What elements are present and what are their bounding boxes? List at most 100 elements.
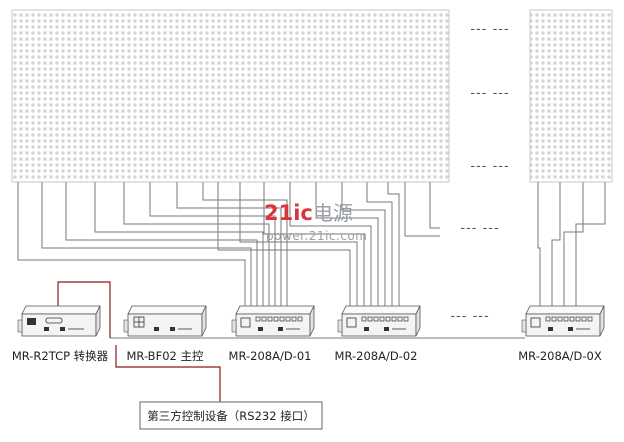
device-side-face [95,305,101,337]
device-top-face [127,305,207,315]
device-terminal [273,316,279,322]
device-label-208-0x: MR-208A/D-0X [518,349,602,363]
device-terminal [403,316,409,322]
device-led [44,327,49,331]
signal-wire [429,182,440,229]
device-dashes: --- --- [450,309,489,324]
watermark-logo: 21ic 电源 power.21ic.com [264,201,367,243]
device-mount-ear [521,319,527,333]
device-side-face [201,305,207,337]
signal-wire [41,182,252,308]
panel-dashes-middle: --- --- [470,86,509,101]
device-terminal [361,316,367,322]
device-port-icon [346,317,357,328]
device-label-bf02: MR-BF02 主控 [127,349,204,363]
device-top-face [21,305,101,315]
device-led [364,327,369,331]
watermark-brand-number: 21ic [264,201,313,225]
device-terminal [255,316,261,322]
device-mount-ear [123,319,129,333]
device-top-face [525,305,605,315]
device-terminal [267,316,273,322]
signal-wire [65,182,258,308]
device-terminal [545,316,551,322]
device-terminal [587,316,593,322]
device-led [548,327,553,331]
device-terminal [373,316,379,322]
signal-wire [575,182,606,308]
third-party-device-label: 第三方控制设备（RS232 接口） [147,409,314,423]
device-label-r2tcp: MR-R2TCP 转换器 [12,349,109,363]
led-panel-right [529,9,613,183]
signal-wire [239,182,358,308]
panel-dashes-top: --- --- [470,22,509,37]
signal-wire [263,182,365,308]
device-row [17,305,605,337]
led-panel-main [11,9,450,183]
device-mount-ear [337,319,343,333]
device-terminal [557,316,563,322]
device-led [568,327,573,331]
device-terminal [569,316,575,322]
signal-wire [123,182,270,308]
watermark-url: power.21ic.com [266,229,367,243]
device-terminal [551,316,557,322]
device-mount-ear [231,319,237,333]
device-unit [337,305,421,337]
signal-wire [202,182,288,308]
signal-wire [387,182,400,308]
device-side-face [415,305,421,337]
device-led [154,327,159,331]
device-terminal [391,316,397,322]
signal-wire [176,182,282,308]
signal-wire [315,182,379,308]
device-side-face [599,305,605,337]
device-unit [231,305,315,337]
device-top-face [235,305,315,315]
signal-wire [341,182,386,308]
device-led [258,327,263,331]
device-port-icon [27,318,36,325]
signal-wire [289,182,372,308]
device-terminal [367,316,373,322]
device-terminal [563,316,569,322]
device-terminal [575,316,581,322]
signal-wire [551,182,561,308]
signal-wires [17,182,606,339]
panel-dashes-bottom: --- --- [470,159,509,174]
watermark-brand-word: 电源 [313,201,353,225]
device-mount-ear [17,319,23,333]
device-label-208-01: MR-208A/D-01 [229,349,312,363]
device-terminal [261,316,267,322]
device-unit [17,305,101,337]
signal-wire [537,182,541,308]
device-terminal [291,316,297,322]
device-badge [45,317,63,324]
signal-wire [17,182,246,308]
signal-wire [217,182,351,308]
signal-wire [366,182,393,308]
device-side-face [309,305,315,337]
device-terminal [297,316,303,322]
signal-wire [563,182,584,308]
device-led [384,327,389,331]
device-terminal [379,316,385,322]
device-led [170,327,175,331]
rs232-wire [57,281,221,404]
wire-dashes: --- --- [460,221,499,236]
signal-wire [404,182,440,237]
device-unit [123,305,207,337]
device-led [278,327,283,331]
device-terminal [279,316,285,322]
device-port-icon [530,317,541,328]
signal-wire [149,182,276,308]
device-led [60,327,65,331]
device-port-icon [240,317,251,328]
third-party-device-box [139,401,323,430]
device-unit [521,305,605,337]
device-terminal [285,316,291,322]
device-top-face [341,305,421,315]
device-terminal [397,316,403,322]
device-label-208-02: MR-208A/D-02 [335,349,418,363]
